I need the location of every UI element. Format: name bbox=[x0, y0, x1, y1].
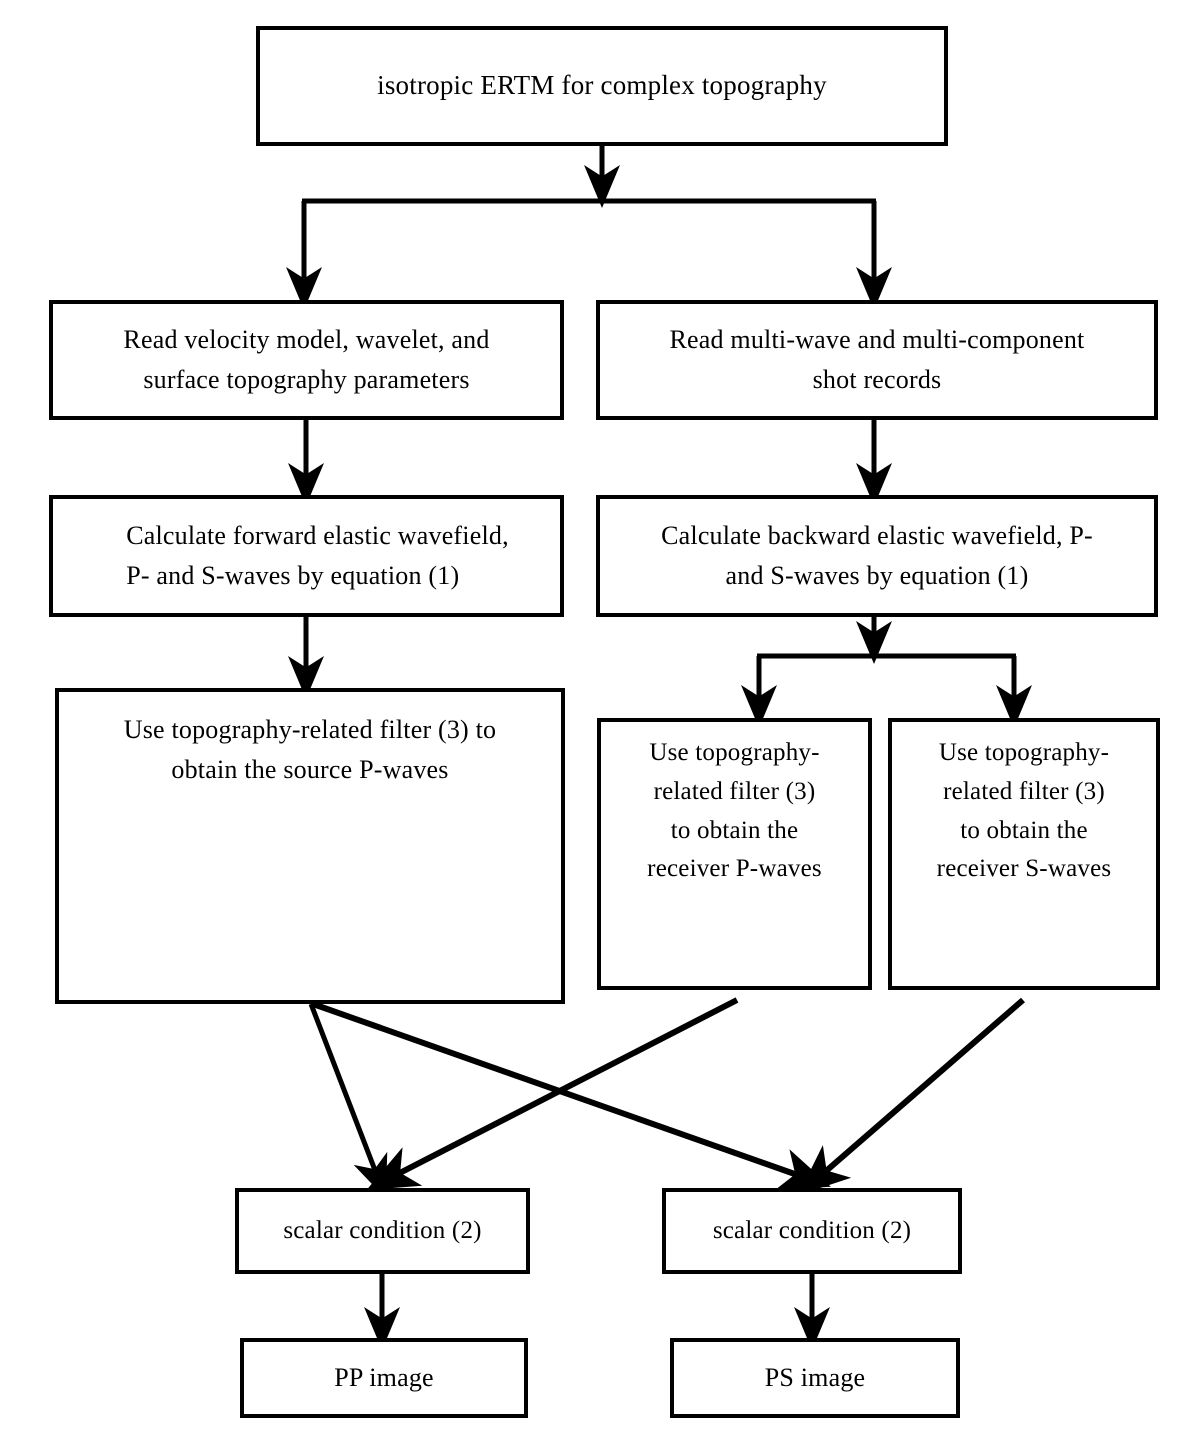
node-receiver-p-text: Use topography- related filter (3) to ob… bbox=[647, 722, 822, 889]
node-source-p-wave-filter: Use topography-related filter (3) to obt… bbox=[55, 688, 565, 1004]
edge-receivers-to-scalar-ps bbox=[798, 997, 1025, 1196]
node-receiver-s-text: Use topography- related filter (3) to ob… bbox=[937, 722, 1112, 889]
node-backward-line1: Calculate backward elastic wavefield, P- bbox=[661, 520, 1093, 550]
node-read-left-line2: surface topography parameters bbox=[143, 365, 470, 394]
node-backward-line2: and S-waves by equation (1) bbox=[725, 561, 1029, 590]
node-pp-image-label: PP image bbox=[334, 1362, 434, 1392]
node-read-right-line2: shot records bbox=[812, 365, 942, 394]
node-read-shot-records: Read multi-wave and multi-component shot… bbox=[596, 300, 1158, 420]
node-isotropic-ertm-title: isotropic ERTM for complex topography bbox=[256, 26, 948, 146]
edge-receiverp-to-scalar-pp bbox=[366, 997, 739, 1191]
node-pp-image: PP image bbox=[240, 1338, 528, 1418]
node-read-left-text: Read velocity model, wavelet, and surfac… bbox=[123, 320, 489, 401]
node-read-left-line1: Read velocity model, wavelet, and bbox=[123, 324, 490, 354]
node-read-right-line1: Read multi-wave and multi-component bbox=[669, 324, 1085, 354]
node-scalar-condition-pp: scalar condition (2) bbox=[235, 1188, 530, 1274]
node-calculate-backward-wavefield: Calculate backward elastic wavefield, P-… bbox=[596, 495, 1158, 617]
node-receiver-p-line3: to obtain the bbox=[670, 816, 799, 844]
node-source-filter-text: Use topography-related filter (3) to obt… bbox=[116, 692, 505, 791]
node-read-velocity-model: Read velocity model, wavelet, and surfac… bbox=[49, 300, 564, 420]
node-scalar-ps-label: scalar condition (2) bbox=[712, 1216, 912, 1244]
node-forward-text: Calculate forward elastic wavefield, P- … bbox=[104, 516, 509, 597]
node-receiver-p-line2: related filter (3) bbox=[653, 777, 816, 805]
node-read-right-text: Read multi-wave and multi-component shot… bbox=[670, 320, 1085, 401]
edge-sourcefilter-to-scalar-pp bbox=[308, 1003, 388, 1199]
node-receiver-p-line4: receiver P-waves bbox=[647, 855, 822, 883]
node-backward-text: Calculate backward elastic wavefield, P-… bbox=[661, 516, 1093, 597]
node-forward-line2: P- and S-waves by equation (1) bbox=[126, 561, 460, 590]
node-title-label: isotropic ERTM for complex topography bbox=[377, 70, 827, 101]
node-receiver-s-line4: receiver S-waves bbox=[936, 855, 1112, 883]
node-ps-image-label: PS image bbox=[764, 1362, 866, 1392]
node-source-filter-line2: obtain the source P-waves bbox=[171, 755, 449, 785]
node-receiver-s-wave-filter: Use topography- related filter (3) to ob… bbox=[888, 718, 1160, 990]
node-receiver-s-line2: related filter (3) bbox=[943, 777, 1105, 805]
edge-backward-split bbox=[740, 617, 1032, 729]
node-receiver-p-wave-filter: Use topography- related filter (3) to ob… bbox=[597, 718, 872, 990]
node-ps-image: PS image bbox=[670, 1338, 960, 1418]
node-receiver-s-line3: to obtain the bbox=[960, 816, 1088, 844]
node-calculate-forward-wavefield: Calculate forward elastic wavefield, P- … bbox=[49, 495, 564, 617]
node-source-filter-line1: Use topography-related filter (3) to bbox=[123, 715, 497, 744]
node-forward-line1: Calculate forward elastic wavefield, bbox=[126, 520, 509, 550]
node-scalar-condition-ps: scalar condition (2) bbox=[662, 1188, 962, 1274]
node-scalar-pp-label: scalar condition (2) bbox=[283, 1216, 482, 1244]
node-receiver-p-line1: Use topography- bbox=[649, 739, 820, 766]
edge-title-to-reads bbox=[285, 146, 892, 311]
node-receiver-s-line1: Use topography- bbox=[938, 739, 1110, 766]
